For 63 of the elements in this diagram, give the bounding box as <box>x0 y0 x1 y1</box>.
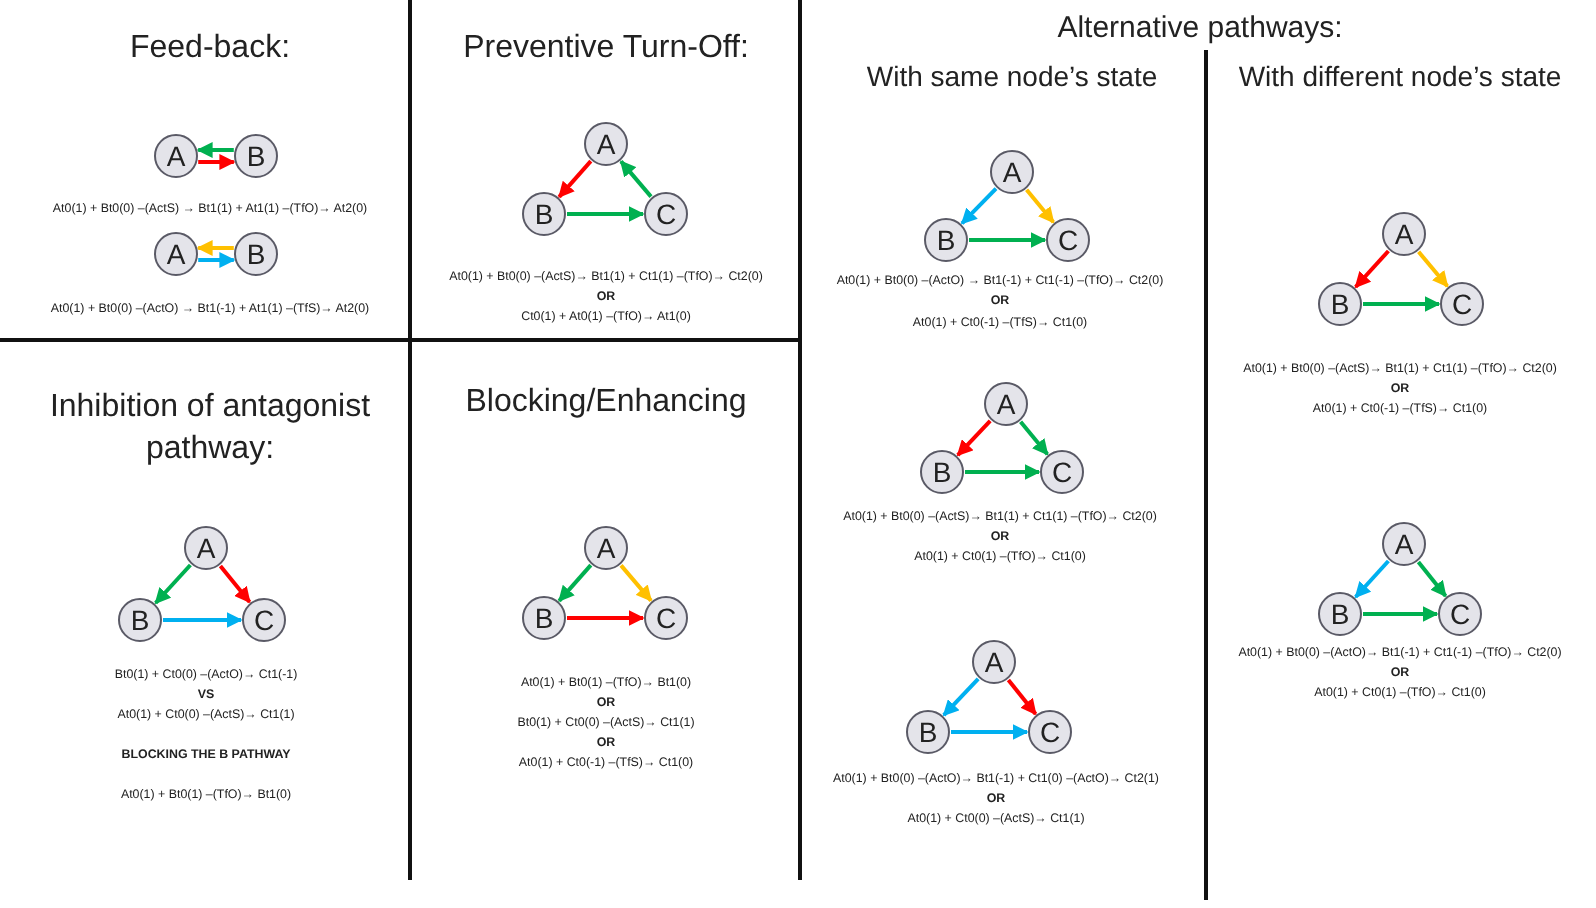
arrow <box>956 419 992 457</box>
node-circle: C <box>242 598 286 642</box>
arrow <box>567 610 645 626</box>
node-circle: C <box>1440 282 1484 326</box>
node-circle: A <box>972 640 1016 684</box>
node-circle: B <box>906 710 950 754</box>
node-circle: B <box>924 218 968 262</box>
node-circle: B <box>234 134 278 178</box>
node-circle: C <box>1046 218 1090 262</box>
arrow <box>942 677 980 717</box>
arrow <box>1363 606 1439 622</box>
node-circle: B <box>118 598 162 642</box>
node-circle: B <box>920 450 964 494</box>
node-circle: A <box>1382 212 1426 256</box>
arrow <box>1354 559 1390 599</box>
arrow <box>1416 560 1448 598</box>
node-circle: B <box>522 192 566 236</box>
node-circle: A <box>184 526 228 570</box>
heading: Blocking/Enhancing <box>465 383 747 424</box>
node-circle: A <box>1382 522 1426 566</box>
arrow <box>1019 420 1049 456</box>
arrow <box>619 564 653 602</box>
heading: Preventive Turn-Off: <box>463 29 749 70</box>
node-circle: B <box>234 232 278 276</box>
node-circle: A <box>154 232 198 276</box>
arrow <box>960 187 998 225</box>
node-circle: B <box>522 596 566 640</box>
arrow <box>969 232 1047 248</box>
heading: Alternative pathways: <box>1057 8 1343 48</box>
node-circle: C <box>644 192 688 236</box>
arrow <box>557 159 593 199</box>
node-circle: B <box>1318 592 1362 636</box>
node-circle: C <box>1438 592 1482 636</box>
arrow <box>1417 250 1449 288</box>
arrow <box>196 240 234 256</box>
heading: Inhibition of antagonist pathway: <box>47 388 373 470</box>
node-circle: A <box>154 134 198 178</box>
node-circle: A <box>584 122 628 166</box>
heading: Feed-back: <box>129 29 291 70</box>
node-circle: A <box>584 526 628 570</box>
arrow <box>218 564 252 604</box>
node-circle: C <box>644 596 688 640</box>
arrow <box>1025 188 1055 224</box>
node-circle: A <box>984 382 1028 426</box>
arrow <box>1354 249 1390 289</box>
heading: With same node’s state <box>866 57 1158 95</box>
arrow <box>196 142 234 158</box>
arrow <box>198 252 236 268</box>
arrow <box>1363 296 1441 312</box>
arrow <box>567 206 645 222</box>
node-circle: A <box>990 150 1034 194</box>
arrow <box>163 612 243 628</box>
heading: With different node’s state <box>1238 57 1562 95</box>
arrow <box>557 563 593 603</box>
node-circle: C <box>1028 710 1072 754</box>
arrow <box>619 160 653 198</box>
node-circle: C <box>1040 450 1084 494</box>
arrow <box>198 154 236 170</box>
arrow <box>154 563 192 605</box>
arrow <box>1006 678 1038 716</box>
arrow <box>951 724 1029 740</box>
arrow <box>965 464 1041 480</box>
node-circle: B <box>1318 282 1362 326</box>
